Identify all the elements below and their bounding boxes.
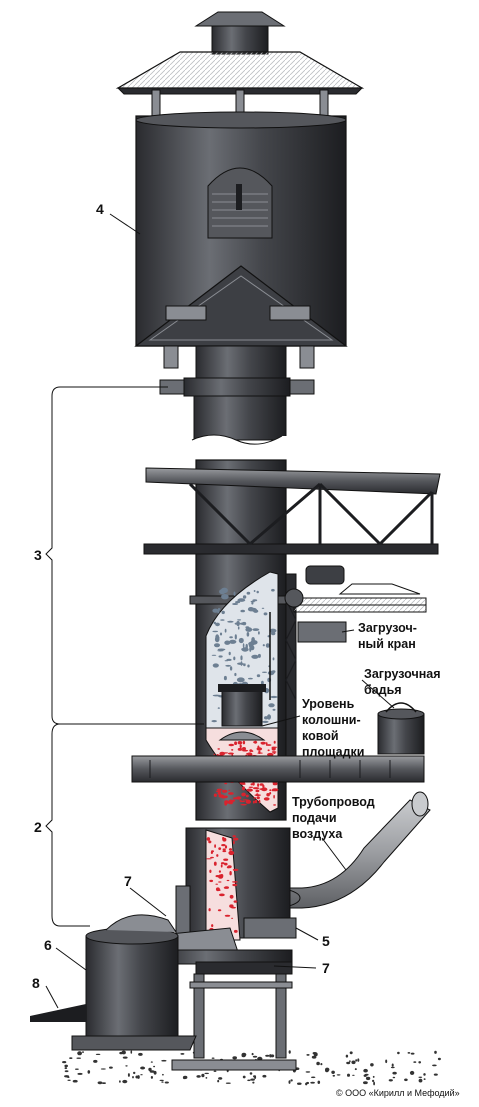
label-air-pipe: Трубопровод подачи воздуха <box>292 795 378 841</box>
top-roof <box>115 11 365 117</box>
slag-ladle <box>30 914 197 1051</box>
charging-crane <box>269 565 427 775</box>
upper-shaft <box>159 345 315 462</box>
ground <box>62 1050 442 1086</box>
label-4: 4 <box>96 201 104 217</box>
air-duct <box>243 791 431 909</box>
label-5: 5 <box>322 933 330 949</box>
label-6: 6 <box>44 937 52 953</box>
section-brackets <box>45 386 204 927</box>
label-7-upper: 7 <box>124 873 132 889</box>
label-2: 2 <box>34 819 42 835</box>
charging-platform <box>131 755 425 783</box>
label-bucket: Загрузочная бадья <box>364 667 444 697</box>
label-8: 8 <box>32 975 40 991</box>
support-truss <box>143 467 441 555</box>
copyright: © ООО «Кирилл и Мефодий» <box>336 1088 460 1098</box>
bunker-tank <box>134 111 348 369</box>
leader-lines <box>45 213 395 1009</box>
label-7-lower: 7 <box>322 960 330 976</box>
hearth <box>149 827 297 1071</box>
charging-bucket <box>377 702 425 755</box>
label-3: 3 <box>34 547 42 563</box>
label-crane: Загрузоч- ный кран <box>358 621 420 651</box>
label-platform-level: Уровень колошни- ковой площадки <box>302 697 365 759</box>
